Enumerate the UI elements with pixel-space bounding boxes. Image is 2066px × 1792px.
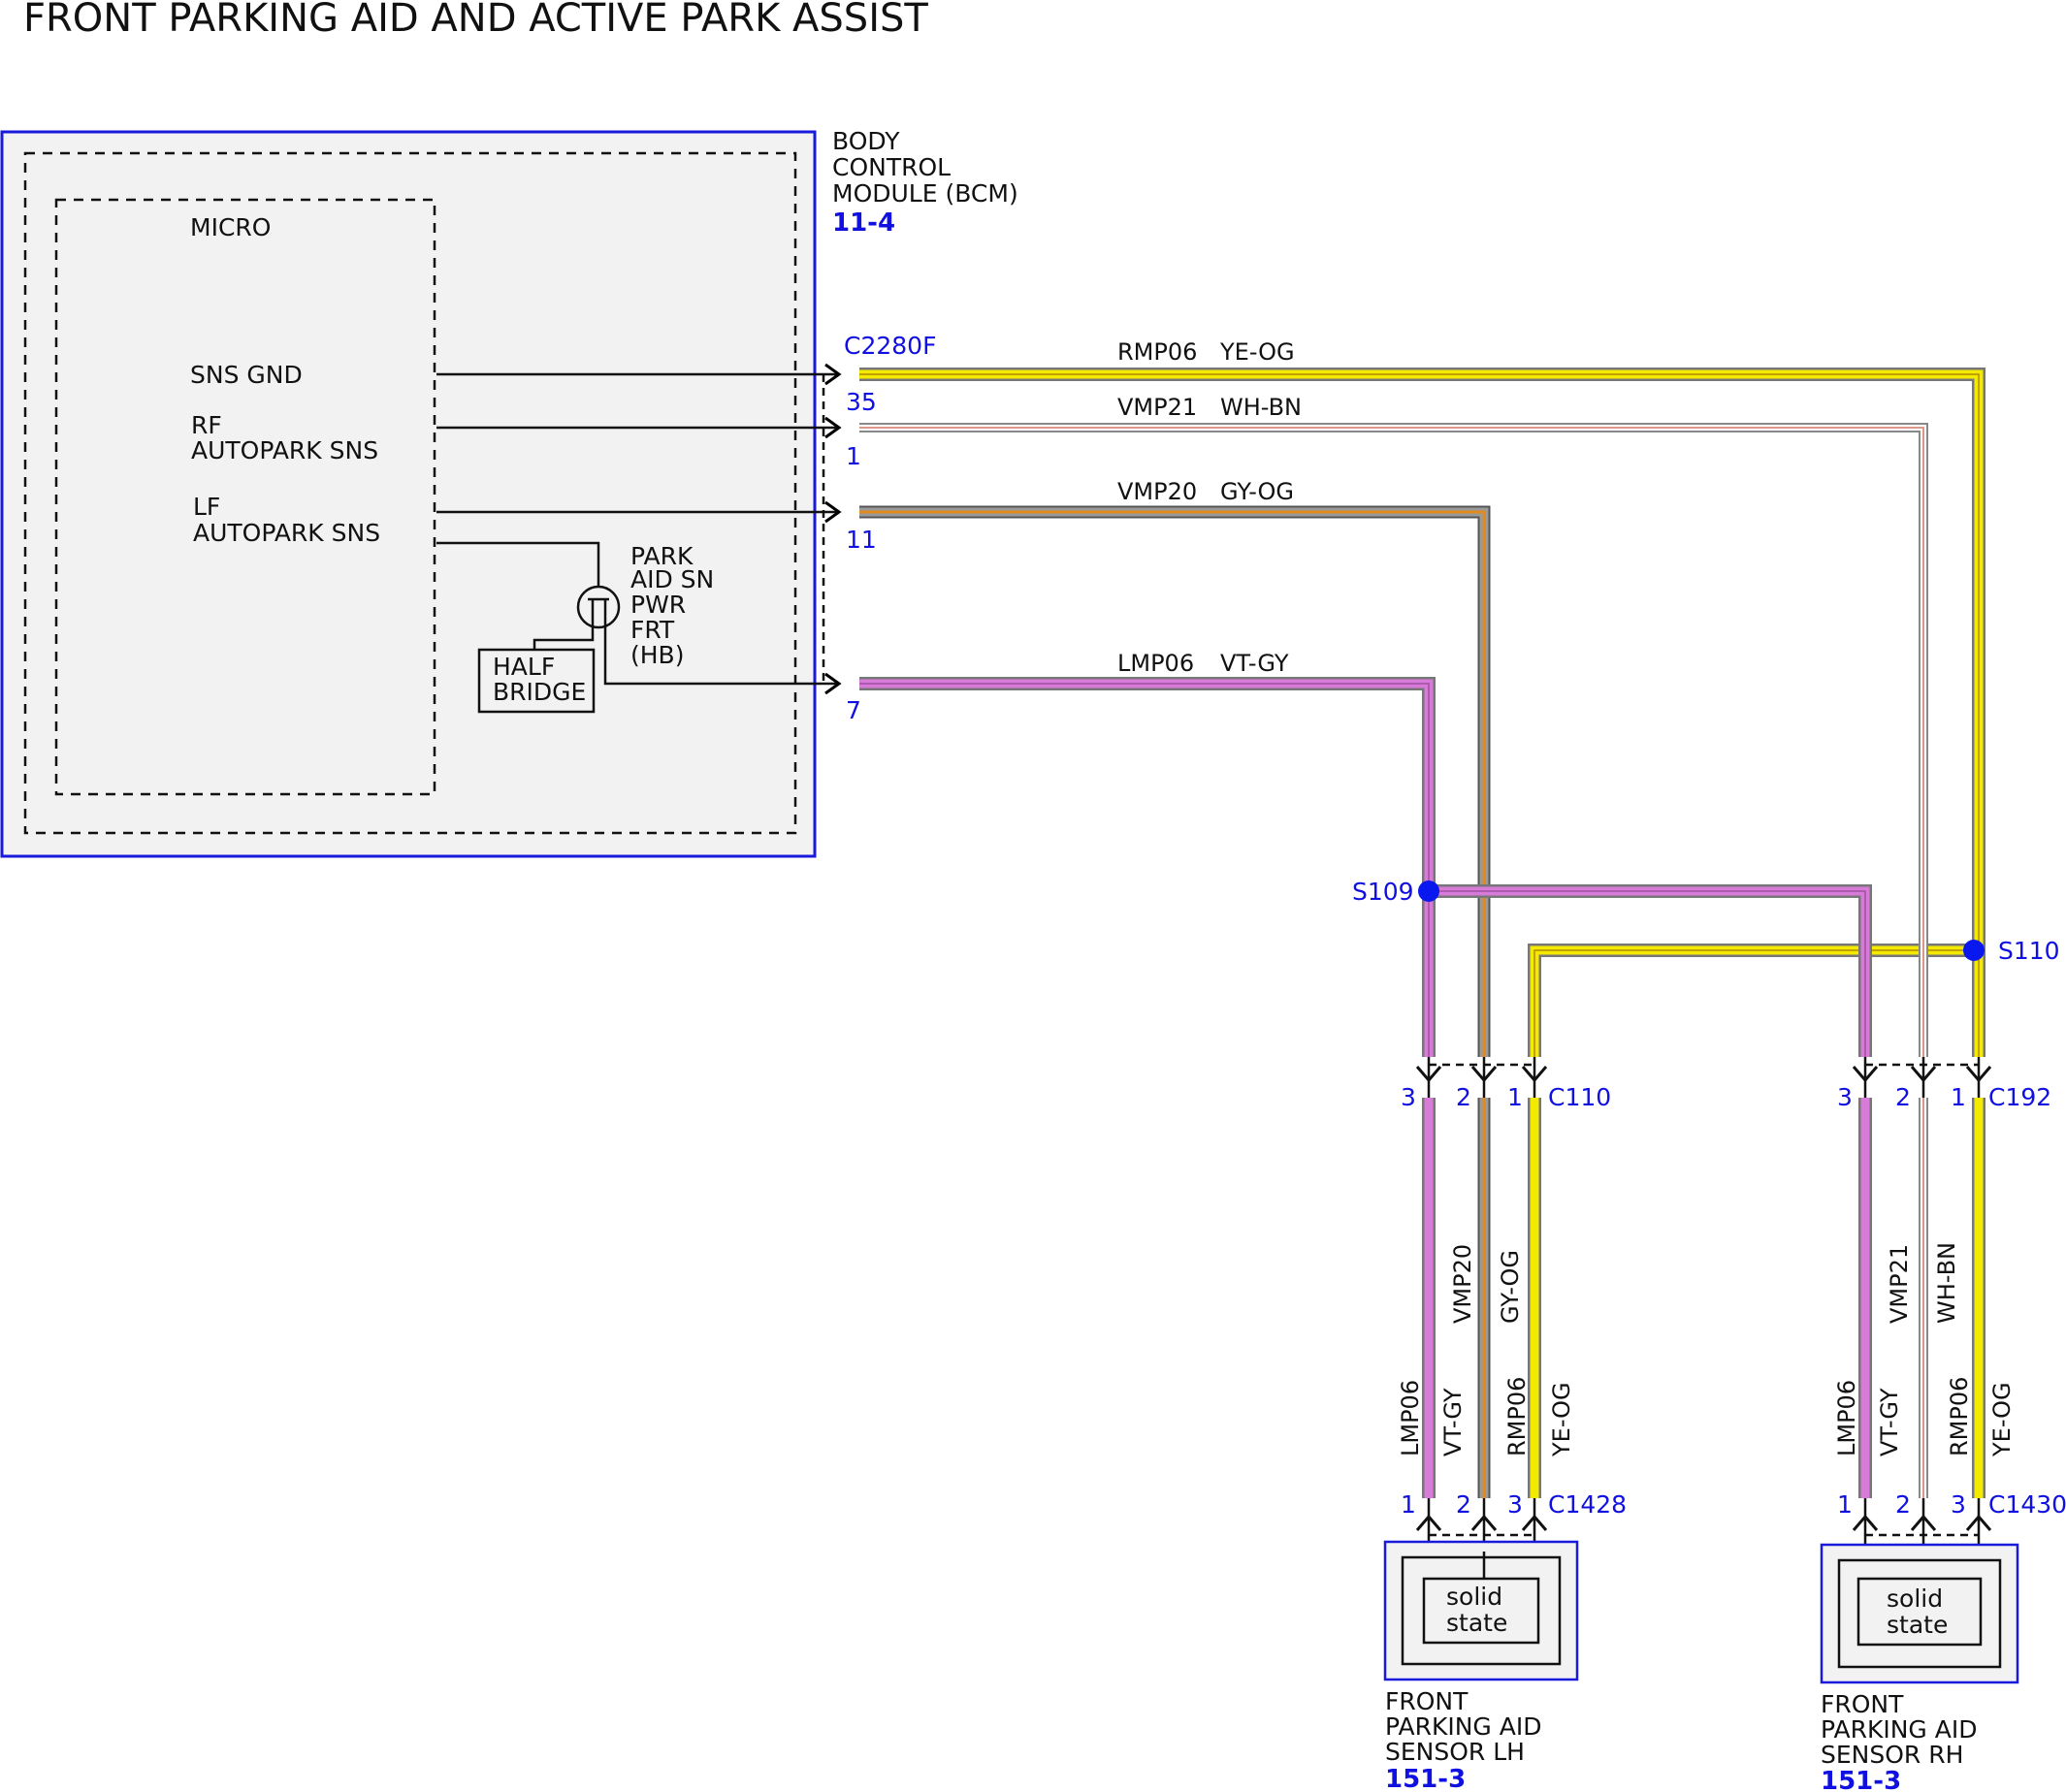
connector-label: C110 bbox=[1548, 1083, 1611, 1111]
wire-lmp06-branch bbox=[1429, 884, 1872, 1057]
pin-label: 3 bbox=[1837, 1083, 1853, 1111]
park-aid-label: PARK bbox=[630, 542, 694, 570]
wire-color-label: VT-GY bbox=[1220, 650, 1289, 677]
sensor-lh-inner-label: state bbox=[1446, 1609, 1507, 1637]
pin-label: 11 bbox=[846, 526, 877, 554]
sensor-rh-name: SENSOR RH bbox=[1821, 1741, 1963, 1769]
bcm-name: MODULE (BCM) bbox=[832, 179, 1018, 208]
sensor-rh-inner-box bbox=[1856, 1577, 1983, 1647]
sensor-lh-ref: 151-3 bbox=[1385, 1765, 1466, 1792]
connector-label: C192 bbox=[1988, 1083, 2051, 1111]
pin-label: 2 bbox=[1456, 1083, 1471, 1111]
splice-s110-label: S110 bbox=[1998, 937, 2060, 965]
wire-vmp21 bbox=[859, 423, 1928, 1057]
wire-vertical-label: GY-OG bbox=[1497, 1250, 1524, 1324]
micro-dashed-box bbox=[54, 198, 436, 796]
half-bridge-label: HALF bbox=[493, 653, 555, 681]
wire-vertical-label: YE-OG bbox=[1548, 1382, 1575, 1457]
sns-gnd-label: SNS GND bbox=[190, 361, 303, 389]
sensor-rh: 1 2 3 C1430 solid state FRONT PARKING AI… bbox=[1820, 1490, 2066, 1792]
bcm-name: CONTROL bbox=[832, 153, 951, 181]
wire-circuit-label: RMP06 bbox=[1117, 338, 1197, 366]
wire-vertical-label: VMP20 bbox=[1449, 1244, 1476, 1324]
park-aid-label: AID SN bbox=[630, 565, 714, 593]
micro-label: MICRO bbox=[190, 213, 271, 241]
wire-color-label: GY-OG bbox=[1220, 478, 1294, 505]
wire-vertical-label: WH-BN bbox=[1933, 1242, 1960, 1324]
wire-vertical-label: YE-OG bbox=[1988, 1382, 2016, 1457]
sensor-lh-name: SENSOR LH bbox=[1385, 1738, 1525, 1766]
pin-label: 1 bbox=[846, 442, 861, 470]
bcm-name: BODY bbox=[832, 127, 900, 155]
pin-label: 2 bbox=[1895, 1083, 1911, 1111]
sensor-rh-inner-label: state bbox=[1887, 1611, 1948, 1639]
c2280f-label: C2280F bbox=[844, 332, 936, 360]
connector-c110: 3 2 1 C110 bbox=[1401, 1057, 1611, 1111]
splice-s109-icon bbox=[1418, 880, 1439, 902]
wire-vertical-label: VT-GY bbox=[1439, 1388, 1467, 1456]
wire-circuit-label: VMP20 bbox=[1117, 478, 1197, 505]
wire-color-label: YE-OG bbox=[1219, 338, 1295, 366]
pin-label: 7 bbox=[846, 696, 861, 724]
wire-circuit-label: LMP06 bbox=[1117, 650, 1194, 677]
sensor-lh-name: FRONT bbox=[1385, 1687, 1469, 1715]
splice-s109-label: S109 bbox=[1352, 878, 1414, 906]
pin-label: 1 bbox=[1401, 1490, 1416, 1519]
lf-autopark-label: AUTOPARK SNS bbox=[193, 519, 380, 547]
park-aid-label: PWR bbox=[630, 591, 686, 619]
sensor-rh-name: FRONT bbox=[1821, 1690, 1904, 1718]
rf-autopark-label: AUTOPARK SNS bbox=[191, 436, 378, 464]
pin-label: 3 bbox=[1951, 1490, 1966, 1519]
pin-label: 2 bbox=[1456, 1490, 1471, 1519]
wires bbox=[859, 368, 1985, 1498]
wire-vmp20 bbox=[859, 505, 1491, 1057]
lf-label: LF bbox=[193, 493, 220, 521]
pin-label: 3 bbox=[1507, 1490, 1523, 1519]
bcm-module: MICRO SNS GND RF AUTOPARK SNS LF AUTOPAR… bbox=[0, 127, 1018, 858]
pin-label: 3 bbox=[1401, 1083, 1416, 1111]
wire-vertical-label: LMP06 bbox=[1833, 1380, 1860, 1456]
sensor-rh-name: PARKING AID bbox=[1821, 1715, 1977, 1744]
rf-label: RF bbox=[191, 411, 222, 439]
pin-label: 1 bbox=[1951, 1083, 1966, 1111]
wire-vertical-label: LMP06 bbox=[1397, 1380, 1424, 1456]
bcm-inner-dashed-box bbox=[23, 151, 797, 835]
wire-vertical-label: VMP21 bbox=[1886, 1244, 1913, 1324]
connector-label: C1428 bbox=[1548, 1490, 1627, 1519]
wire-vertical-label: RMP06 bbox=[1946, 1377, 1973, 1456]
connector-c192: 3 2 1 C192 bbox=[1837, 1057, 2051, 1111]
sensor-lh-inner-box bbox=[1422, 1577, 1540, 1645]
splice-s110-icon bbox=[1963, 940, 1985, 961]
sensor-rh-inner-label: solid bbox=[1887, 1584, 1943, 1613]
bcm-outer-box bbox=[0, 130, 817, 858]
half-bridge-label: BRIDGE bbox=[493, 678, 586, 706]
pin-label: 35 bbox=[846, 388, 877, 416]
wire-color-label: WH-BN bbox=[1220, 394, 1302, 421]
wire-vertical-label: RMP06 bbox=[1503, 1377, 1531, 1456]
pin-label: 1 bbox=[1837, 1490, 1853, 1519]
page-title: FRONT PARKING AID AND ACTIVE PARK ASSIST bbox=[23, 0, 928, 41]
bcm-ref: 11-4 bbox=[832, 208, 895, 238]
sensor-rh-ref: 151-3 bbox=[1821, 1767, 1901, 1792]
sensor-lh: 1 2 3 C1428 solid state FRONT PARKING AI… bbox=[1383, 1490, 1627, 1792]
wire-vertical-label: VT-GY bbox=[1876, 1388, 1903, 1456]
sensor-lh-name: PARKING AID bbox=[1385, 1712, 1541, 1741]
park-aid-label: (HB) bbox=[630, 641, 684, 669]
pin-label: 2 bbox=[1895, 1490, 1911, 1519]
wire-circuit-label: VMP21 bbox=[1117, 394, 1197, 421]
wire-lmp06 bbox=[859, 677, 1436, 1057]
connector-label: C1430 bbox=[1988, 1490, 2066, 1519]
pin-label: 1 bbox=[1507, 1083, 1523, 1111]
half-bridge-box bbox=[477, 648, 596, 714]
wire-rmp06-branch bbox=[1528, 944, 1974, 1057]
sensor-lh-inner-label: solid bbox=[1446, 1583, 1502, 1611]
park-aid-label: FRT bbox=[630, 616, 675, 644]
